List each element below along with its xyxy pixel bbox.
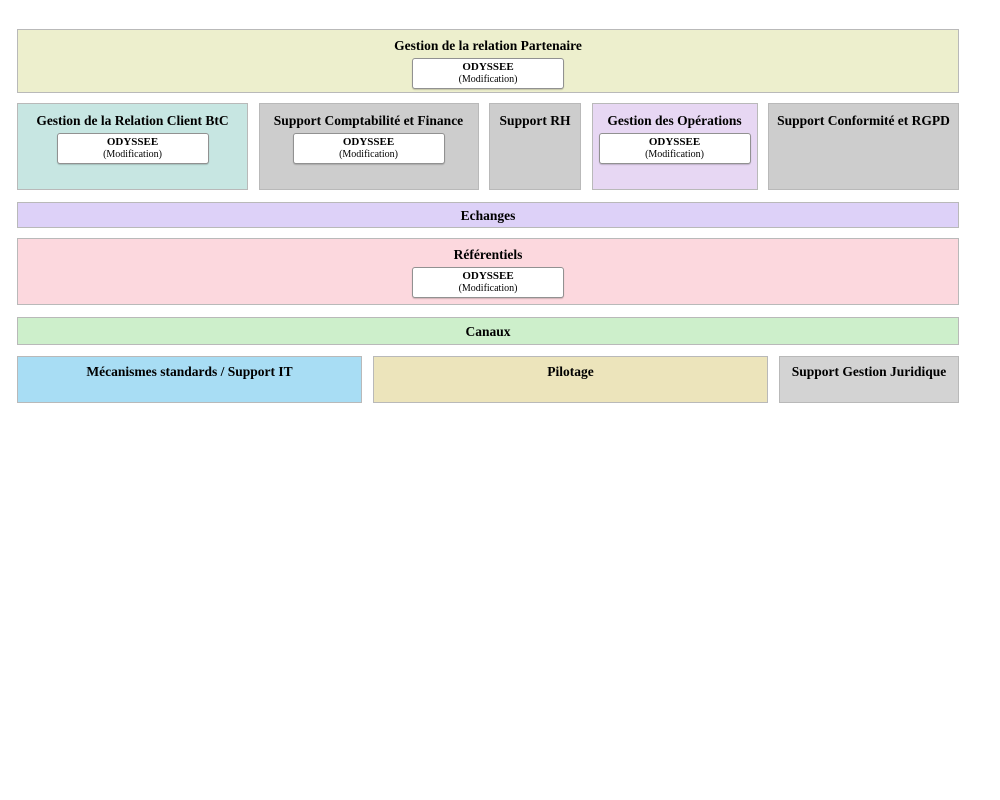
block-referentiels: Référentiels ODYSSEE (Modification) [17,238,959,305]
block-title-juridique: Support Gestion Juridique [791,364,947,379]
app-status: (Modification) [645,149,704,160]
block-title-partenaire: Gestion de la relation Partenaire [394,38,582,53]
block-title-mecanismes: Mécanismes standards / Support IT [86,364,293,379]
block-title-canaux: Canaux [465,323,511,339]
odyssee-app-box-operations: ODYSSEE (Modification) [598,133,751,164]
block-title-client-btc: Gestion de la Relation Client BtC [36,113,229,128]
block-title-pilotage: Pilotage [547,364,594,379]
app-status: (Modification) [103,149,162,160]
block-canaux: Canaux [17,317,959,345]
block-support-rh: Support RH [489,103,581,190]
block-echanges: Echanges [17,202,959,228]
block-title-echanges: Echanges [460,207,516,223]
block-title-rh: Support RH [499,113,571,128]
block-gestion-des-operations: Gestion des Opérations ODYSSEE (Modifica… [591,103,758,190]
capability-map-diagram: Gestion de la relation Partenaire ODYSSE… [17,29,959,403]
app-name: ODYSSEE [342,136,395,148]
block-support-gestion-juridique: Support Gestion Juridique [779,356,959,403]
block-gestion-relation-client-btc: Gestion de la Relation Client BtC ODYSSE… [17,103,248,190]
app-name: ODYSSEE [462,270,514,282]
block-mecanismes-standards-support-it: Mécanismes standards / Support IT [17,356,362,403]
block-title-referentiels: Référentiels [453,247,523,262]
app-name: ODYSSEE [106,136,159,148]
odyssee-app-box-partenaire: ODYSSEE (Modification) [412,58,564,89]
support-row: Mécanismes standards / Support IT Pilota… [17,356,959,403]
odyssee-app-box-client-btc: ODYSSEE (Modification) [56,133,209,164]
block-title-conformite: Support Conformité et RGPD [777,113,950,128]
capabilities-row: Gestion de la Relation Client BtC ODYSSE… [17,103,959,190]
block-title-compta: Support Comptabilité et Finance [273,113,464,128]
app-status: (Modification) [339,149,398,160]
app-name: ODYSSEE [648,136,701,148]
odyssee-app-box-referentiels: ODYSSEE (Modification) [412,267,564,298]
app-status: (Modification) [458,283,518,294]
block-gestion-relation-partenaire: Gestion de la relation Partenaire ODYSSE… [17,29,959,93]
block-support-comptabilite-finance: Support Comptabilité et Finance ODYSSEE … [258,103,479,190]
app-name: ODYSSEE [462,61,514,73]
block-pilotage: Pilotage [373,356,768,403]
block-title-operations: Gestion des Opérations [607,113,742,128]
odyssee-app-box-compta: ODYSSEE (Modification) [292,133,445,164]
app-status: (Modification) [458,74,518,85]
block-support-conformite-rgpd: Support Conformité et RGPD [768,103,959,190]
